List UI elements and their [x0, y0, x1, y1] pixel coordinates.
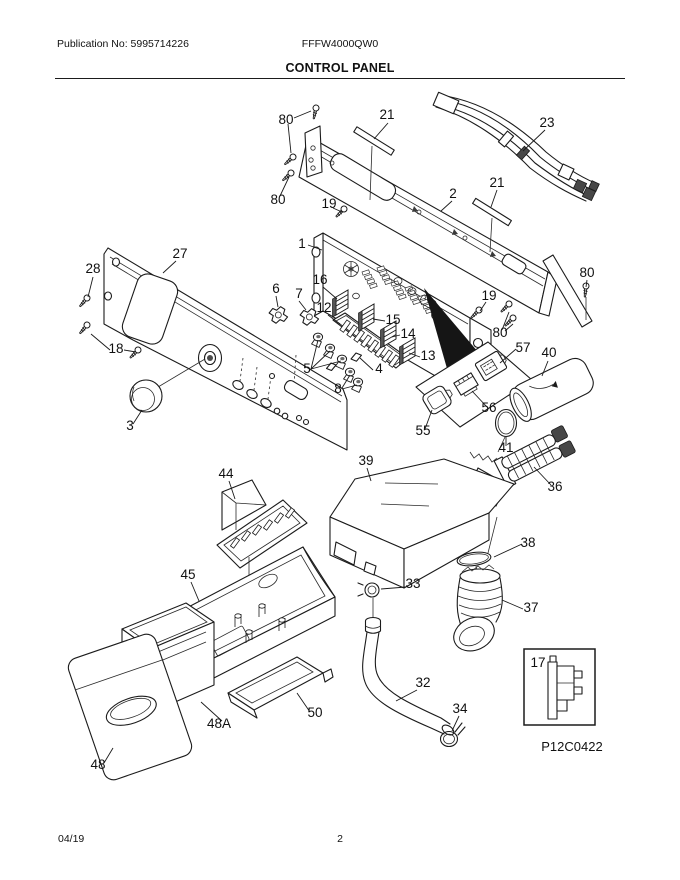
callout-23: 23 — [539, 115, 554, 130]
button-part-4 — [350, 352, 363, 362]
knob-buttons-cluster — [311, 332, 364, 393]
callout-40: 40 — [541, 345, 556, 360]
hose-clamp-part-34 — [439, 722, 466, 748]
knob-hub — [197, 343, 223, 373]
footer-page-number: 2 — [337, 833, 343, 845]
callout-57: 57 — [515, 340, 530, 355]
connector-part-56 — [453, 372, 479, 397]
callout-6: 6 — [272, 281, 280, 296]
detail-inset-55-56-57 — [415, 341, 533, 428]
callout-numbers: 80 21 23 80 19 2 21 1 27 28 80 6 7 16 19… — [85, 107, 594, 772]
callout-45: 45 — [180, 567, 195, 582]
side-panel-edge — [542, 254, 593, 328]
header-rule — [55, 78, 625, 79]
callout-56: 56 — [481, 400, 496, 415]
callout-36: 36 — [547, 479, 562, 494]
cover-part-50 — [227, 656, 334, 719]
callout-19: 19 — [481, 288, 496, 303]
callout-50: 50 — [307, 705, 322, 720]
tub-cover-part-39 — [329, 458, 515, 589]
leader-lines — [87, 110, 588, 764]
callout-38: 38 — [520, 535, 535, 550]
wiring-harness-part-23 — [432, 91, 600, 202]
detail-arrow — [424, 288, 478, 372]
callout-80: 80 — [278, 112, 293, 127]
bellows-hose-part-37 — [453, 564, 503, 652]
clip-part-7 — [299, 308, 320, 326]
callout-55: 55 — [415, 423, 430, 438]
clip-part-6 — [268, 306, 289, 324]
callout-21: 21 — [489, 175, 504, 190]
callout-5: 5 — [303, 361, 311, 376]
screws — [77, 103, 590, 361]
model-number: FFFW4000QW0 — [301, 38, 379, 50]
publication-number: Publication No: 5995714226 — [57, 38, 189, 50]
callout-3: 3 — [126, 418, 134, 433]
callout-37: 37 — [523, 600, 538, 615]
callout-17: 17 — [530, 655, 545, 670]
knob-part-3 — [129, 379, 163, 413]
footer-date: 04/19 — [58, 833, 85, 845]
pressure-switch-part-55 — [422, 385, 453, 415]
callout-80: 80 — [270, 192, 285, 207]
callout-14: 14 — [400, 326, 416, 341]
dispenser-hose-part-40 — [509, 357, 594, 422]
callout-7: 7 — [295, 286, 303, 301]
drawer-front-part-48 — [67, 633, 193, 781]
inset-box-part-17 — [523, 648, 596, 726]
hose-clamp-part-33 — [357, 582, 380, 618]
callout-34: 34 — [452, 701, 468, 716]
board-fan-detail — [343, 261, 359, 277]
callout-41: 41 — [498, 440, 513, 455]
image-code: P12C0422 — [541, 739, 602, 754]
callout-12: 12 — [316, 300, 331, 315]
trim-strip-21-left — [353, 126, 395, 156]
callout-21: 21 — [379, 107, 394, 122]
callout-13: 13 — [420, 348, 435, 363]
callout-80: 80 — [492, 325, 507, 340]
callout-28: 28 — [85, 261, 100, 276]
callout-80: 80 — [579, 265, 594, 280]
button-bezel-part-12 — [332, 312, 409, 369]
front-panel-part-27 — [103, 247, 348, 451]
drain-hose-part-32 — [362, 616, 455, 736]
callout-27: 27 — [172, 246, 187, 261]
trim-strip-21-right — [472, 197, 512, 227]
callout-16: 16 — [312, 272, 327, 287]
callout-48a: 48A — [207, 716, 231, 731]
callout-32: 32 — [415, 675, 430, 690]
rear-panel-part-2 — [298, 125, 558, 317]
callout-4: 4 — [375, 361, 383, 376]
callout-44: 44 — [218, 466, 234, 481]
o-ring-part-41 — [494, 408, 518, 453]
callout-19: 19 — [321, 196, 336, 211]
callout-15: 15 — [385, 312, 400, 327]
callout-1: 1 — [298, 236, 306, 251]
callout-33: 33 — [405, 576, 420, 591]
callout-39: 39 — [358, 453, 373, 468]
callout-8: 8 — [334, 381, 342, 396]
section-title: CONTROL PANEL — [285, 61, 395, 75]
housing-posts — [234, 603, 286, 643]
callout-2: 2 — [449, 186, 457, 201]
display-part-57 — [474, 350, 508, 382]
callout-18: 18 — [108, 341, 123, 356]
callout-48: 48 — [90, 757, 105, 772]
